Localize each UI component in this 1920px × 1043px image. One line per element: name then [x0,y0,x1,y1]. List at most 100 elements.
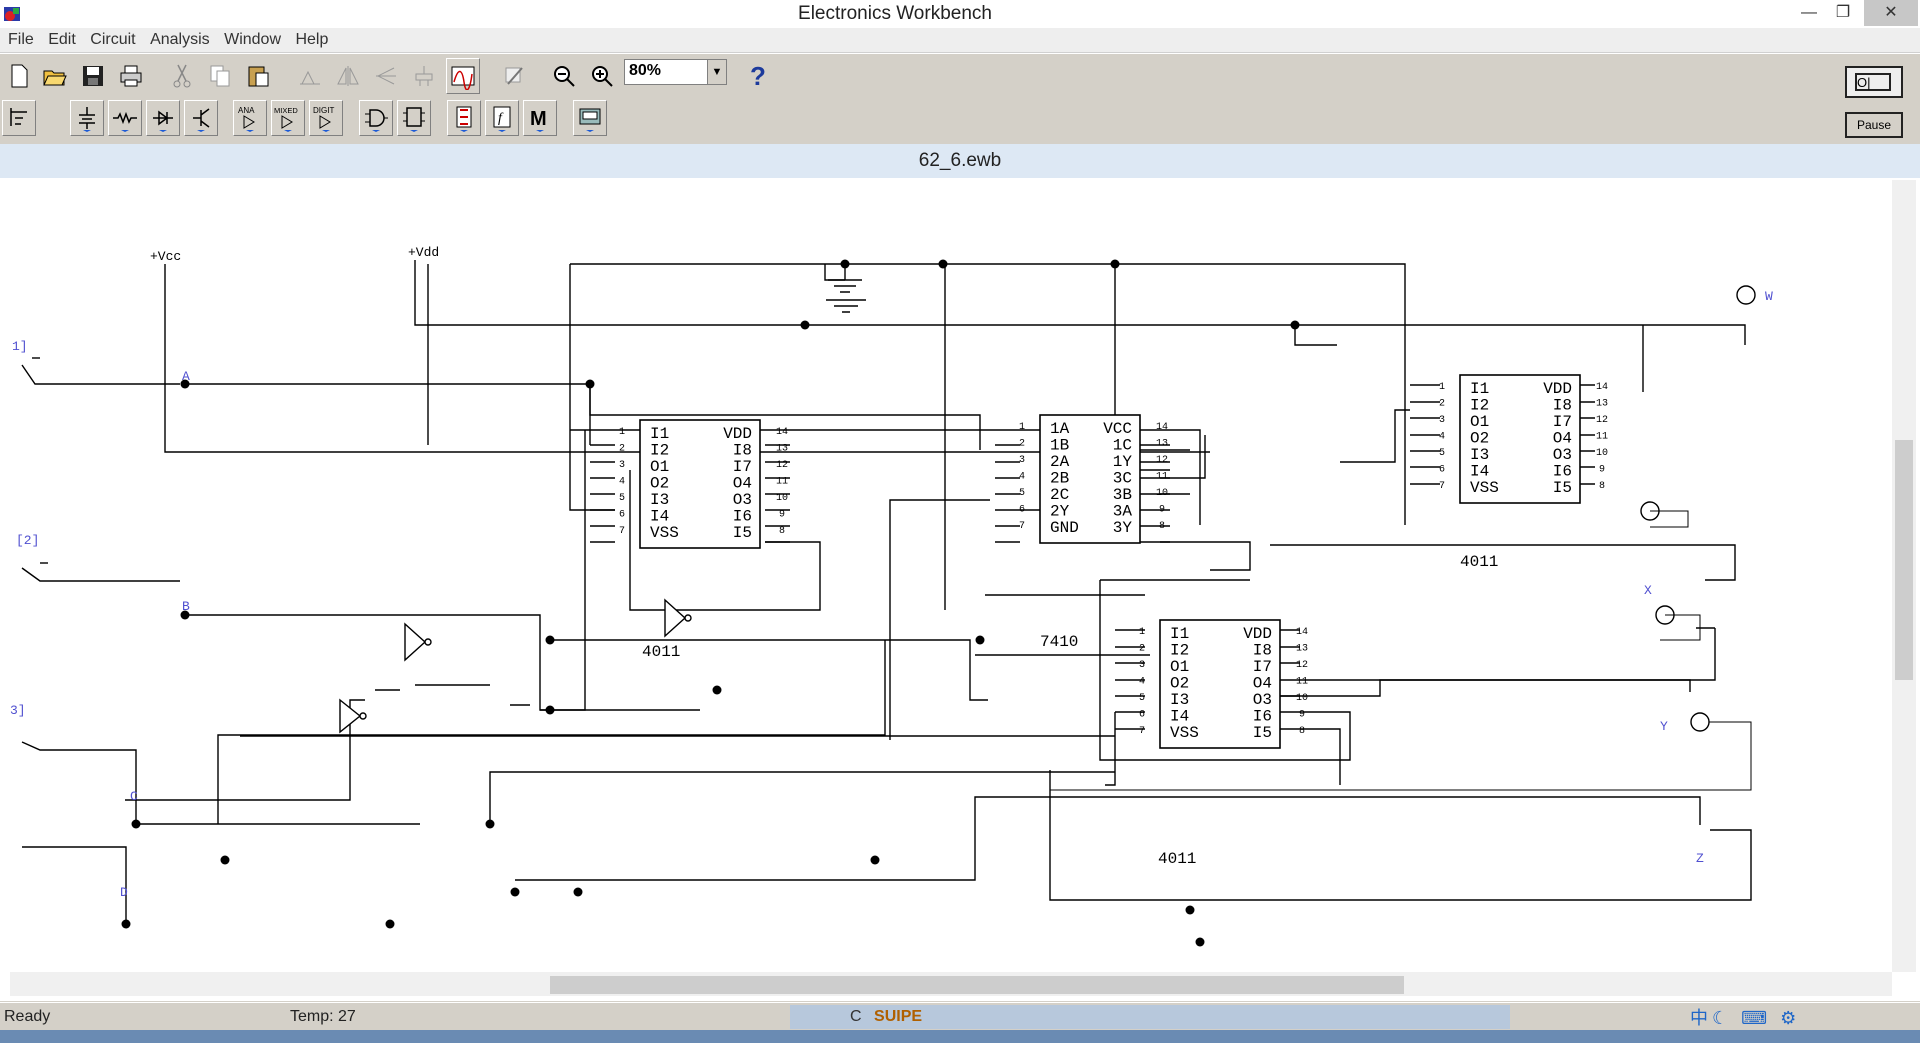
help-button[interactable]: ? [750,60,766,91]
analysis-graphs-button[interactable] [446,58,480,94]
analog-ics-bin-button[interactable]: ANA [233,100,267,136]
rotate-button[interactable] [293,58,327,94]
digital-ic-label: DIGIT [313,106,334,115]
zoom-in-icon [592,66,613,87]
logic-gates-bin-button[interactable] [359,100,393,136]
zoom-in-button[interactable] [585,58,619,94]
node-b-label: B [182,599,190,614]
transistors-bin-button[interactable] [184,100,218,136]
ic-4011-a-pin-name: VSS [650,524,679,542]
ic-7410-pin-name: 3C [1113,470,1132,488]
ic-4011-b-pin-number: 14 [1596,382,1608,393]
open-folder-icon [43,70,67,86]
miscellaneous-label: M [530,108,547,130]
ic-4011-c-pin-name: I3 [1170,691,1189,709]
title-bar: Electronics Workbench — ❐ ✕ [0,0,1920,28]
controls-bin-button[interactable]: f [485,100,519,136]
taskbar-popup[interactable]: C SUIPE [790,1005,1510,1029]
ic-4011-a-pin-number: 9 [779,510,785,521]
ic-4011-c-pin-name: I1 [1170,625,1189,643]
analog-ic-label: ANA [238,106,255,115]
menu-analysis[interactable]: Analysis [150,31,210,48]
print-button[interactable] [114,58,148,94]
cut-button[interactable] [165,58,199,94]
ic-4011-b-pin-name: I5 [1553,479,1572,497]
ic-7410-pin-number: 10 [1156,488,1168,499]
ic-4011-a-pin-number: 2 [619,444,625,455]
vertical-scrollbar[interactable] [1892,180,1916,972]
menu-edit[interactable]: Edit [48,31,76,48]
close-button[interactable]: ✕ [1864,0,1918,26]
ic-4011-a-pin-name: I6 [733,508,752,526]
vertical-scroll-thumb[interactable] [1895,440,1913,680]
flip-horizontal-button[interactable] [331,58,365,94]
vcc-label: +Vcc [150,249,181,264]
flip-vertical-button[interactable] [369,58,403,94]
ic-4011-a-pin-name: I8 [733,442,752,460]
zoom-out-button[interactable] [547,58,581,94]
taskbar-item-label: C [850,1008,862,1025]
copy-icon [210,65,230,87]
ic-bodies [639,374,1581,749]
sources-bin-button[interactable] [70,100,104,136]
circuit-canvas[interactable]: +Vcc +Vdd 1] [2] 3] A B C D W X Y Z 4011… [10,180,1892,972]
save-button[interactable] [76,58,110,94]
miscellaneous-bin-button[interactable]: M [523,100,557,136]
copy-button[interactable] [203,58,237,94]
mixed-ic-label: MIXED [274,106,298,115]
menu-help[interactable]: Help [295,31,329,48]
ic-4011-b-pin-name: O4 [1553,430,1572,448]
system-tray[interactable]: 中☾ ⌨ ⚙ [1690,1004,1800,1030]
power-switch[interactable]: O| [1845,66,1903,98]
favorites-bin-button[interactable] [2,100,36,136]
ic-4011-a-pin-number: 6 [619,510,625,521]
zoom-level-select[interactable]: 80% ▼ [624,59,727,85]
horizontal-scroll-thumb[interactable] [550,976,1404,994]
ic-7410-pin-number: 7 [1019,521,1025,532]
ic-4011-c-pin-name: O1 [1170,658,1189,676]
vdd-label: +Vdd [408,245,439,260]
restore-button[interactable]: ❐ [1835,4,1851,21]
digital-ics-bin-button[interactable]: DIGIT [309,100,343,136]
component-properties-button[interactable] [407,58,441,94]
minimize-button[interactable]: — [1801,4,1817,21]
ic-4011-a-pin-name: O2 [650,475,669,493]
ic-7410-pin-name: 2C [1050,486,1069,504]
menu-window[interactable]: Window [224,31,281,48]
ic-4011-b-pin-name: VDD [1543,380,1572,398]
menu-circuit[interactable]: Circuit [90,31,136,48]
ic-4011-a-pin-number: 8 [779,526,785,537]
pause-button[interactable]: Pause [1845,112,1903,138]
ic-7410-pin-number: 8 [1159,521,1165,532]
open-file-button[interactable] [38,58,72,94]
diodes-bin-button[interactable] [146,100,180,136]
ic-4011-b-pin-number: 11 [1596,432,1608,443]
paste-button[interactable] [241,58,275,94]
ime-indicator[interactable]: 中 [1690,1008,1712,1028]
digital-bin-button[interactable] [397,100,431,136]
ground-symbol [828,264,862,293]
indicators-bin-button[interactable] [447,100,481,136]
ic-4011-a-pin-name: O1 [650,458,669,476]
chevron-down-icon[interactable]: ▼ [707,60,726,84]
ic-4011-b-pin-name: O1 [1470,413,1489,431]
resistor-icon [113,111,137,132]
ic-4011-c-pin-number: 13 [1296,644,1308,655]
ic-4011-c-pin-number: 2 [1139,644,1145,655]
ic-7410-pin-number: 1 [1019,422,1025,433]
ic-4011-a-pin-name: O4 [733,475,752,493]
ic-7410-pin-number: 4 [1019,472,1025,483]
new-file-button[interactable] [2,58,36,94]
ic-4011-c-pin-number: 11 [1296,677,1308,688]
mixed-ics-bin-button[interactable]: MIXED [271,100,305,136]
horizontal-scrollbar[interactable] [10,972,1892,996]
ic-4011-c-pin-name: VSS [1170,724,1199,742]
description-button[interactable] [497,58,531,94]
document-title: 62_6.ewb [0,144,1920,178]
wires [21,260,1752,924]
menu-file[interactable]: File [8,31,34,48]
basic-bin-button[interactable] [108,100,142,136]
ic-4011-b-pin-number: 8 [1599,481,1605,492]
ic-4011-a-pin-number: 5 [619,493,625,504]
instruments-bin-button[interactable] [573,100,607,136]
